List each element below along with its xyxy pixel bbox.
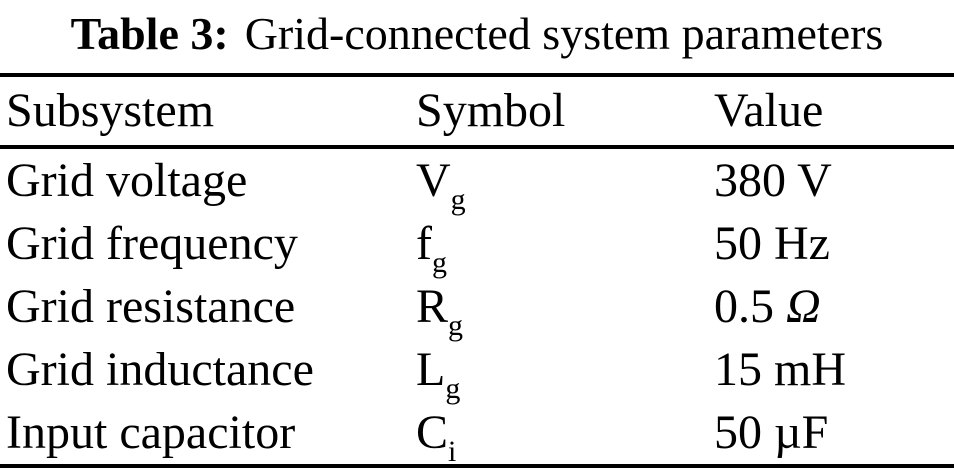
cell-symbol: Vg (416, 149, 714, 215)
cell-subsystem: Grid frequency (6, 217, 298, 270)
symbol-base: R (416, 280, 449, 333)
header-value: Value (714, 84, 824, 137)
cell-symbol: Ci (416, 401, 714, 467)
cell-subsystem: Input capacitor (6, 406, 296, 459)
value-text: 380 V (714, 154, 832, 207)
table-row: Input capacitor Ci 50 µF (0, 401, 954, 467)
cell-subsystem: Grid inductance (6, 343, 314, 396)
symbol-subscript: g (445, 372, 461, 405)
symbol-subscript: g (450, 183, 466, 216)
cell-subsystem: Grid voltage (6, 154, 248, 207)
cell-value: 15 mH (714, 338, 954, 401)
table-row: Grid resistance Rg 0.5 Ω (0, 275, 954, 341)
cell-value: 50 µF (714, 401, 954, 464)
table-row: Grid voltage Vg 380 V (0, 149, 954, 215)
value-text: 15 mH (714, 343, 846, 396)
table-row: Grid inductance Lg 15 mH (0, 338, 954, 404)
symbol-subscript: i (448, 435, 457, 468)
header-symbol: Symbol (416, 84, 566, 137)
table-row: Grid frequency fg 50 Hz (0, 212, 954, 278)
table-caption: Table 3: Grid-connected system parameters (0, 0, 954, 73)
symbol-base: f (416, 217, 432, 270)
caption-text: Grid-connected system parameters (244, 8, 884, 59)
cell-value: 0.5 Ω (714, 275, 954, 338)
cell-value: 380 V (714, 149, 954, 212)
symbol-base: C (416, 406, 449, 459)
symbol-subscript: g (448, 309, 464, 342)
value-text: 0.5 (714, 280, 786, 333)
symbol-base: L (416, 343, 446, 396)
top-rule (0, 73, 954, 77)
value-unit-italic: Ω (786, 280, 821, 333)
parameters-table: Subsystem Symbol Value Grid voltage Vg 3… (0, 73, 954, 468)
cell-symbol: Lg (416, 338, 714, 404)
cell-value: 50 Hz (714, 212, 954, 275)
cell-symbol: Rg (416, 275, 714, 341)
header-subsystem: Subsystem (6, 84, 215, 137)
header-row: Subsystem Symbol Value (0, 77, 954, 145)
symbol-base: V (416, 154, 451, 207)
symbol-subscript: g (431, 246, 447, 279)
value-text: 50 Hz (714, 217, 830, 270)
header-rule (0, 145, 954, 149)
cell-symbol: fg (416, 212, 714, 278)
bottom-rule (0, 464, 954, 468)
cell-subsystem: Grid resistance (6, 280, 296, 333)
value-text: 50 µF (714, 406, 829, 459)
caption-label: Table 3: (70, 8, 229, 59)
